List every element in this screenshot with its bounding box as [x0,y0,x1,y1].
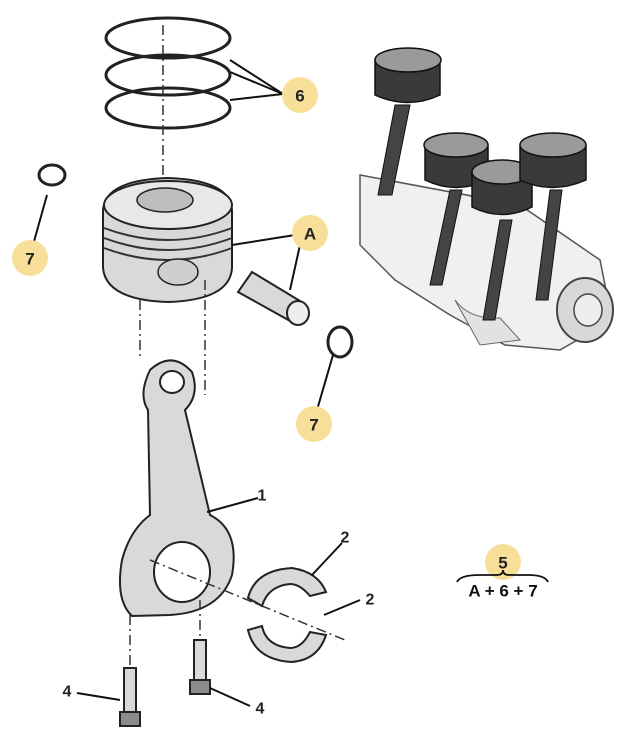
guide-line [149,559,346,641]
piston-rings [104,16,232,130]
label-bolt-right: 4 [256,701,265,718]
kit-formula: A + 6 + 7 [468,582,537,601]
callout-7-left: 7 [12,240,48,276]
callout-6: 6 [282,77,318,113]
rod-bolt-left [119,667,141,727]
callout-5-text: 5 [498,554,507,573]
callout-a-text: A [304,225,316,244]
leader-lines [32,59,361,707]
kit-brace [456,569,549,583]
callout-7-left-text: 7 [25,250,34,269]
label-bearing-lower: 2 [366,592,375,609]
bearing-shell-lower [246,624,328,664]
label-connecting-rod: 1 [258,488,267,505]
rod-bolt-right [189,639,211,695]
callout-6-text: 6 [295,87,304,106]
connecting-rod [119,359,235,618]
callout-7-right-text: 7 [309,416,318,435]
callout-7-right: 7 [296,406,332,442]
circlip-left [37,163,67,187]
callout-5: 5 [485,544,521,580]
callout-a: A [292,215,328,251]
label-bolt-left: 4 [63,684,72,701]
piston [102,176,233,304]
piston-pin [236,270,310,326]
circlip-right [326,325,354,359]
label-bearing-upper: 2 [341,530,350,547]
bearing-shell-upper [246,566,328,608]
crankshaft-assembly [359,47,614,351]
